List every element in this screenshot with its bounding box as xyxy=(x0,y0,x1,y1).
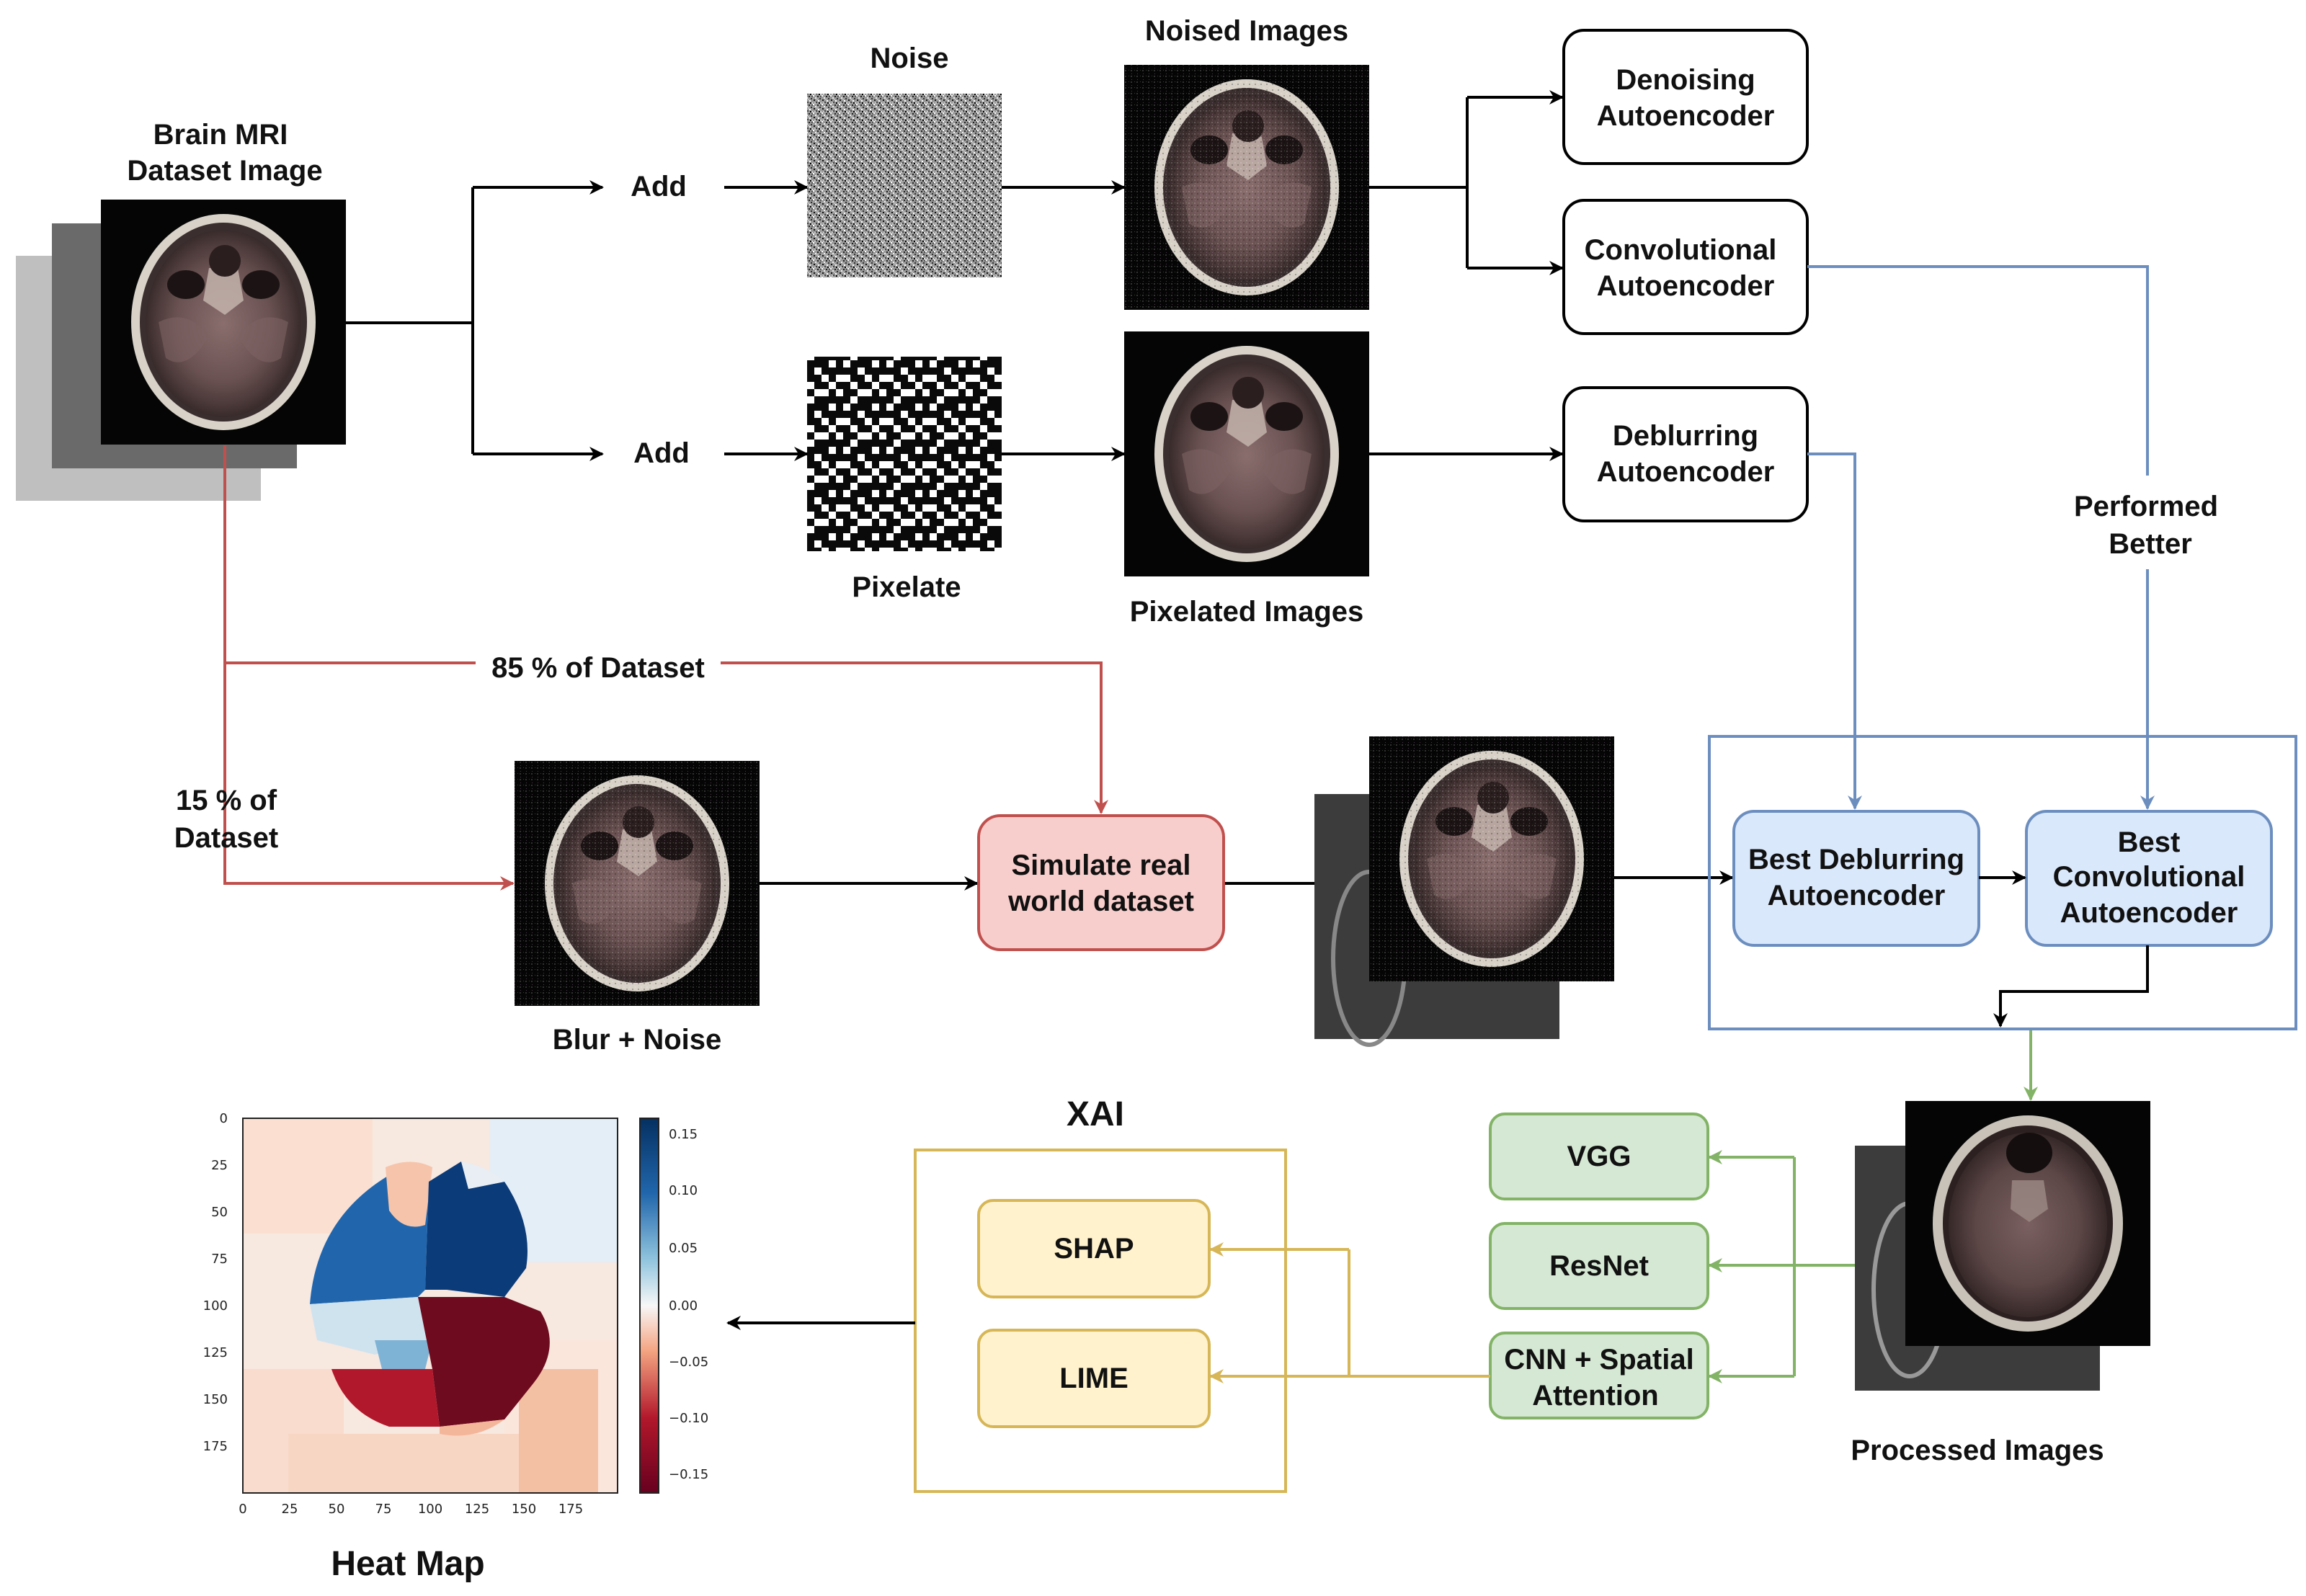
best-deblurring-box: Best Deblurring Autoencoder xyxy=(1732,810,1980,947)
denoising-autoencoder-box: Denoising Autoencoder xyxy=(1562,29,1809,165)
red-flow-arrows xyxy=(223,445,1108,891)
heat-map-title: Heat Map xyxy=(331,1545,484,1583)
noise-branch-arrows xyxy=(724,180,1126,461)
add-label-top: Add xyxy=(631,171,687,202)
noise-title: Noise xyxy=(871,43,949,74)
pct15-label-1: 15 % of xyxy=(176,785,277,816)
best-convolutional-box: Best Convolutional Autoencoder xyxy=(2025,810,2273,947)
heat-map-x-ticks: 0 25 50 75 100 125 150 175 xyxy=(239,1502,583,1517)
svg-text:Autoencoder: Autoencoder xyxy=(1768,880,1946,911)
svg-text:150: 150 xyxy=(203,1392,228,1407)
convolutional-autoencoder-box: Convolutional Autoencoder xyxy=(1562,199,1809,335)
svg-text:175: 175 xyxy=(558,1502,583,1517)
performed-better-label-2: Better xyxy=(2109,528,2192,560)
svg-text:−0.05: −0.05 xyxy=(669,1355,708,1370)
green-flow-arrows xyxy=(1708,1150,1855,1383)
add-label-bottom: Add xyxy=(633,437,690,469)
svg-text:Autoencoder: Autoencoder xyxy=(2060,897,2238,929)
svg-text:ResNet: ResNet xyxy=(1549,1250,1649,1282)
svg-text:Autoencoder: Autoencoder xyxy=(1597,270,1775,302)
svg-text:125: 125 xyxy=(465,1502,489,1517)
svg-text:−0.10: −0.10 xyxy=(669,1411,708,1426)
svg-text:25: 25 xyxy=(211,1158,228,1173)
heat-map-colorbar xyxy=(639,1118,659,1494)
best-autoencoders-container xyxy=(1708,735,2297,1030)
svg-text:Autoencoder: Autoencoder xyxy=(1597,456,1775,488)
blue-flow-arrows xyxy=(1807,265,2155,810)
processed-images-title: Processed Images xyxy=(1851,1435,2104,1466)
pixelate-image xyxy=(807,357,1002,551)
heat-map xyxy=(242,1118,618,1494)
svg-text:Convolutional: Convolutional xyxy=(1585,234,1777,266)
svg-text:0.15: 0.15 xyxy=(669,1127,698,1142)
svg-text:125: 125 xyxy=(203,1345,228,1360)
svg-text:100: 100 xyxy=(418,1502,442,1517)
svg-text:−0.15: −0.15 xyxy=(669,1467,708,1482)
svg-text:VGG: VGG xyxy=(1567,1141,1631,1172)
svg-text:0: 0 xyxy=(239,1502,246,1517)
simulated-images-stack xyxy=(1314,736,1614,1047)
svg-text:Denoising: Denoising xyxy=(1616,64,1755,96)
svg-text:0: 0 xyxy=(220,1111,228,1126)
pixelate-title: Pixelate xyxy=(852,571,961,603)
heat-map-y-ticks: 0 25 50 75 100 125 150 175 xyxy=(203,1111,228,1454)
xai-container xyxy=(914,1149,1287,1493)
vgg-box: VGG xyxy=(1489,1113,1709,1200)
resnet-box: ResNet xyxy=(1489,1222,1709,1310)
svg-text:100: 100 xyxy=(203,1298,228,1314)
svg-text:25: 25 xyxy=(282,1502,298,1517)
shap-box: SHAP xyxy=(977,1199,1211,1298)
pct85-label: 85 % of Dataset xyxy=(491,652,705,684)
svg-text:Autoencoder: Autoencoder xyxy=(1597,100,1775,132)
pixelated-images-title: Pixelated Images xyxy=(1130,596,1364,628)
dataset-image-title-1: Brain MRI xyxy=(153,119,288,151)
svg-text:Best Deblurring: Best Deblurring xyxy=(1748,844,1964,875)
simulate-dataset-box: Simulate real world dataset xyxy=(977,814,1225,951)
pixelated-image xyxy=(1124,331,1369,576)
svg-text:0.05: 0.05 xyxy=(669,1241,698,1256)
noised-image xyxy=(1124,65,1369,310)
svg-text:75: 75 xyxy=(375,1502,392,1517)
svg-text:150: 150 xyxy=(512,1502,536,1517)
deblurring-autoencoder-box: Deblurring Autoencoder xyxy=(1562,386,1809,522)
dataset-image-title-2: Dataset Image xyxy=(127,155,322,187)
pct15-label-2: Dataset xyxy=(174,822,279,854)
performed-better-label-1: Performed xyxy=(2074,491,2218,522)
svg-text:0.00: 0.00 xyxy=(669,1298,698,1314)
processed-images-stack xyxy=(1855,1101,2150,1391)
split-connector xyxy=(346,180,604,461)
svg-text:50: 50 xyxy=(211,1205,228,1220)
noised-images-title: Noised Images xyxy=(1145,15,1348,47)
noise-image xyxy=(807,94,1002,277)
svg-text:175: 175 xyxy=(203,1439,228,1454)
colorbar-ticks: 0.15 0.10 0.05 0.00 −0.05 −0.10 −0.15 xyxy=(669,1127,708,1482)
svg-text:world dataset: world dataset xyxy=(1007,886,1194,917)
blur-noise-image xyxy=(515,761,760,1006)
svg-text:Convolutional: Convolutional xyxy=(2053,861,2245,893)
svg-text:LIME: LIME xyxy=(1059,1363,1128,1394)
svg-text:CNN + Spatial: CNN + Spatial xyxy=(1504,1344,1693,1376)
best-ae-arrows xyxy=(1979,870,2149,1027)
lime-box: LIME xyxy=(977,1329,1211,1428)
svg-text:0.10: 0.10 xyxy=(669,1183,698,1198)
svg-text:50: 50 xyxy=(329,1502,345,1517)
dataset-image-stack xyxy=(16,200,346,501)
svg-text:Best: Best xyxy=(2118,826,2181,858)
svg-text:Deblurring: Deblurring xyxy=(1613,420,1758,452)
blur-noise-title: Blur + Noise xyxy=(553,1024,722,1056)
autoencoder-arrows xyxy=(1369,90,1564,461)
svg-text:SHAP: SHAP xyxy=(1054,1233,1134,1265)
yellow-flow-arrows xyxy=(1209,1242,1490,1383)
svg-text:Simulate real: Simulate real xyxy=(1011,850,1190,881)
svg-text:Attention: Attention xyxy=(1532,1380,1659,1412)
xai-title: XAI xyxy=(1067,1095,1124,1133)
cnn-attention-box: CNN + Spatial Attention xyxy=(1489,1332,1709,1419)
svg-text:75: 75 xyxy=(211,1252,228,1267)
